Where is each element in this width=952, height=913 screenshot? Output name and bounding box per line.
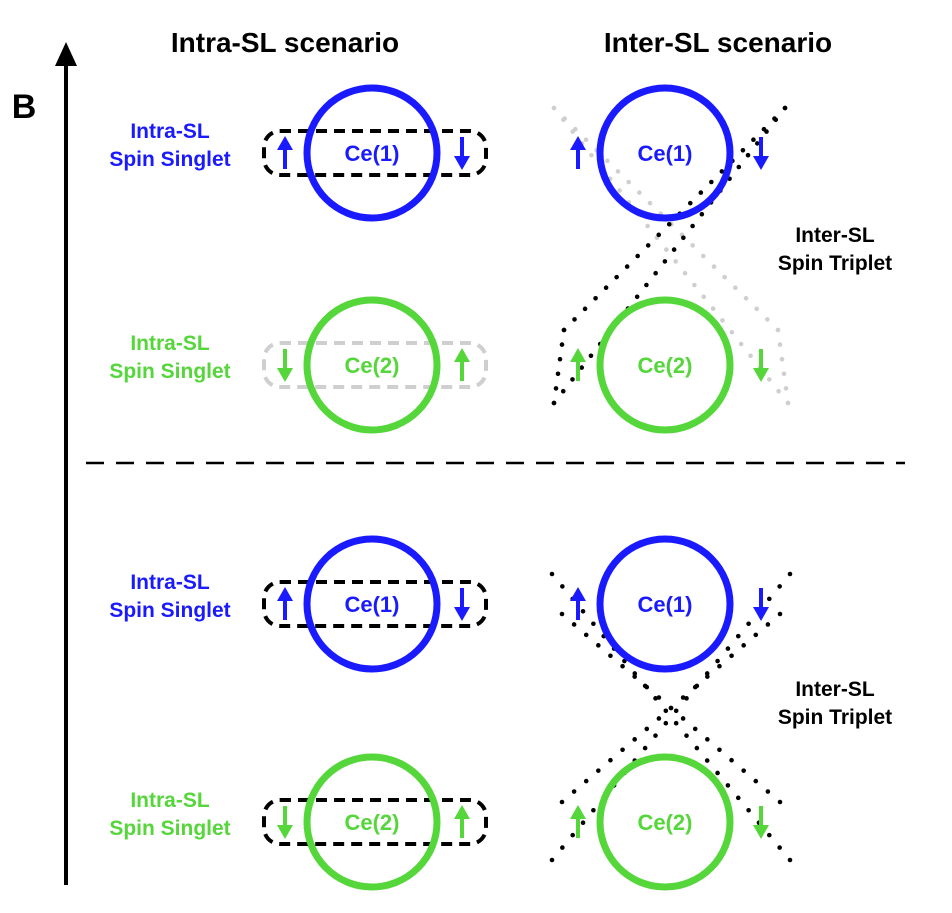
bottom-intra-ce2-atom-circle (303, 753, 441, 891)
bottom-inter: Ce(1) Ce(2) Inter-SL Spin Triplet (549, 535, 892, 891)
top-inter-triplet-label-line1: Inter-SL (795, 224, 875, 247)
bottom-inter-black-diagonal-b (559, 611, 783, 805)
top-intra-ce1-label-line2: Spin Singlet (109, 148, 230, 171)
bottom-inter-ce1-right-spin-arrow (753, 588, 769, 621)
field-axis-label: B (12, 88, 37, 126)
bottom-intra-ce1: Intra-SL Spin Singlet Ce(1) (109, 535, 488, 673)
bottom-intra-ce2: Intra-SL Spin Singlet Ce(2) (109, 753, 488, 891)
bottom-intra-ce1-singlet-box (262, 580, 488, 628)
top-intra-ce1-atom-label: Ce(1) (344, 141, 399, 166)
top-inter-ce2-left-spin-arrow (570, 348, 586, 381)
bottom-intra-ce2-left-spin-arrow (277, 806, 293, 839)
header-inter-scenario: Inter-SL scenario (604, 27, 832, 58)
bottom-inter-black-diagonal-d (559, 611, 783, 805)
top-intra-ce2-atom-label: Ce(2) (344, 353, 399, 378)
top-inter-ce1-right-spin-arrow (753, 137, 769, 170)
bottom-intra-ce1-atom-label: Ce(1) (344, 592, 399, 617)
bottom-intra-ce2-right-spin-arrow (454, 805, 470, 838)
top-intra-ce1-label-line1: Intra-SL (130, 120, 210, 143)
bottom-inter-ce1-left-spin-arrow (570, 587, 586, 620)
bottom-inter-ce2-right-spin-arrow (753, 806, 769, 839)
bottom-inter-ce2-atom-circle (596, 753, 734, 891)
bottom-intra-ce1-atom-circle (303, 535, 441, 673)
top-intra-ce1-left-spin-arrow (277, 136, 293, 169)
top-inter-triplet-loops (551, 105, 791, 406)
top-intra-ce1-singlet-box (262, 129, 488, 177)
top-inter-triplet-label-line2: Spin Triplet (778, 252, 892, 275)
bottom-intra-ce2-atom-label: Ce(2) (344, 810, 399, 835)
bottom-inter-triplet-label-line2: Spin Triplet (778, 706, 892, 729)
bottom-intra-ce1-label-line2: Spin Singlet (109, 599, 230, 622)
top-intra-ce1-right-spin-arrow (454, 137, 470, 170)
bottom-inter-ce2-left-spin-arrow (570, 805, 586, 838)
bottom-intra-ce1-label-line1: Intra-SL (130, 571, 210, 594)
bottom-intra-ce1-left-spin-arrow (277, 587, 293, 620)
top-inter: Ce(1) Ce(2) Inter-SL Spin Triplet (551, 84, 892, 434)
top-intra-ce2-atom-circle (303, 296, 441, 434)
top-inter-ce1-atom-label: Ce(1) (637, 141, 692, 166)
bottom-inter-ce1-atom-circle (596, 535, 734, 673)
top-intra-ce2-singlet-box (262, 341, 488, 389)
top-intra-ce2-left-spin-arrow (277, 349, 293, 382)
top-inter-ce1-atom-circle (596, 84, 734, 222)
top-intra-ce2-label-line2: Spin Singlet (109, 360, 230, 383)
field-axis-arrowhead (55, 42, 77, 66)
top-intra-ce2-label-line1: Intra-SL (130, 332, 210, 355)
bottom-inter-ce1-atom-label: Ce(1) (637, 592, 692, 617)
top-intra-ce1-atom-circle (303, 84, 441, 222)
top-inter-ce1-left-spin-arrow (570, 136, 586, 169)
header-intra-scenario: Intra-SL scenario (171, 27, 399, 58)
top-inter-gray-edge (775, 327, 791, 406)
top-intra-ce1: Intra-SL Spin Singlet Ce(1) (109, 84, 488, 222)
top-intra-ce2-right-spin-arrow (454, 348, 470, 381)
bottom-intra-ce2-singlet-box (262, 798, 488, 846)
top-intra-ce2: Intra-SL Spin Singlet Ce(2) (109, 296, 488, 434)
bottom-intra-ce1-right-spin-arrow (454, 588, 470, 621)
top-inter-ce2-atom-circle (596, 296, 734, 434)
bottom-inter-ce2-atom-label: Ce(2) (637, 810, 692, 835)
bottom-intra-ce2-label-line1: Intra-SL (130, 789, 210, 812)
bottom-intra-ce2-label-line2: Spin Singlet (109, 817, 230, 840)
top-inter-ce2-atom-label: Ce(2) (637, 353, 692, 378)
top-inter-black-edge (551, 327, 567, 406)
bottom-inter-triplet-label-line1: Inter-SL (795, 678, 875, 701)
top-inter-ce2-right-spin-arrow (753, 349, 769, 382)
